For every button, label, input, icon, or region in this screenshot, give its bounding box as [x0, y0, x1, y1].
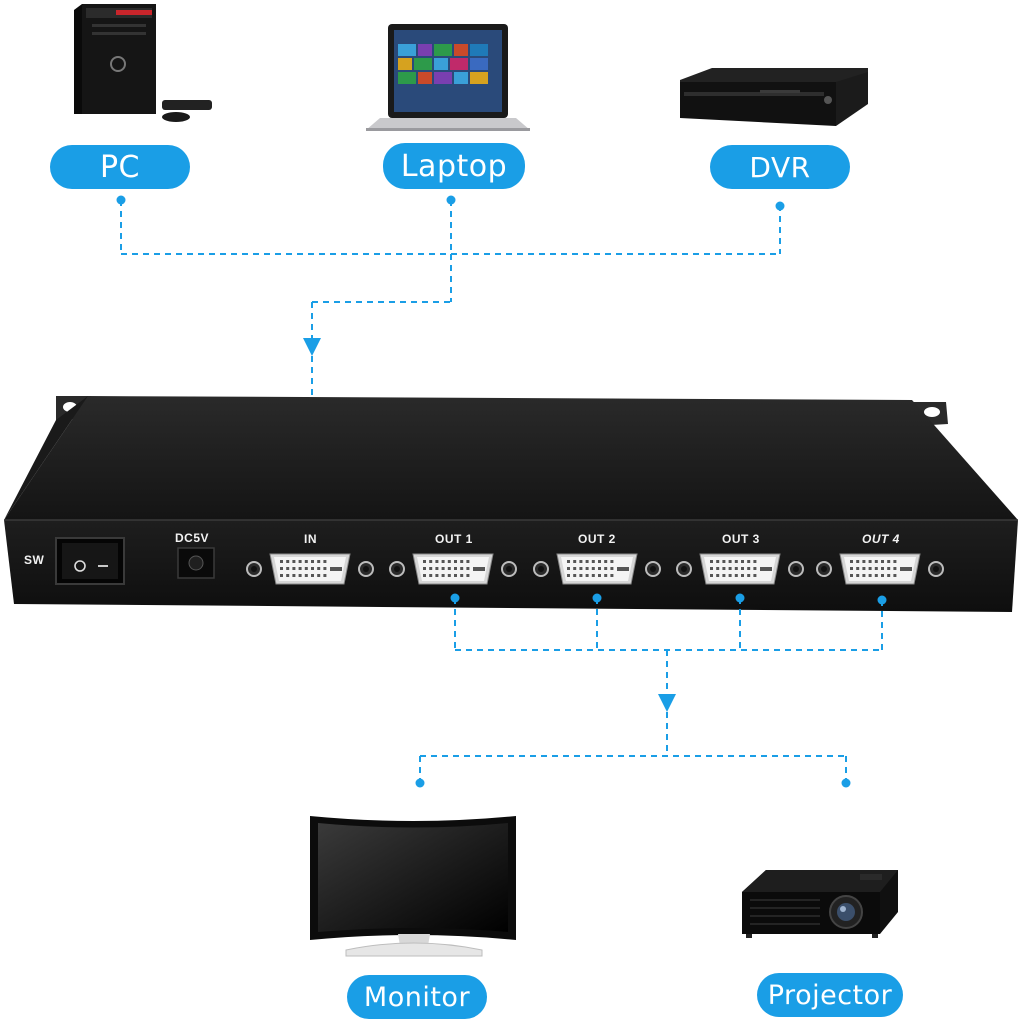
- dvi-input-port: [246, 553, 374, 585]
- dvi-output-port-1: [389, 553, 517, 585]
- output-1-label: OUT 1: [435, 532, 473, 546]
- output-connection-dots: [415, 593, 887, 788]
- dvr-icon: [680, 68, 868, 126]
- dvi-output-port-2: [533, 553, 661, 585]
- projector-label: Projector: [757, 973, 903, 1017]
- switch-label: SW: [24, 553, 45, 567]
- source-connection-dots: [116, 195, 785, 211]
- monitor-label: Monitor: [347, 975, 487, 1019]
- laptop-label: Laptop: [383, 143, 525, 189]
- output-connection-lines: [419, 598, 883, 782]
- dvi-output-port-3: [676, 553, 804, 585]
- laptop-icon: [366, 24, 530, 131]
- input-port-label: IN: [304, 532, 317, 546]
- output-arrow-icon: [658, 694, 676, 712]
- dvi-ports: [246, 553, 944, 585]
- output-2-label: OUT 2: [578, 532, 616, 546]
- power-label: DC5V: [175, 531, 210, 545]
- dvi-splitter-device: [4, 396, 1018, 612]
- output-3-label: OUT 3: [722, 532, 760, 546]
- dvi-output-port-4: [816, 553, 944, 585]
- monitor-icon: [310, 816, 516, 957]
- projector-icon: [742, 870, 898, 938]
- input-arrow-icon: [303, 338, 321, 356]
- output-4-label: OUT 4: [862, 532, 900, 546]
- dvr-label: DVR: [710, 145, 850, 189]
- pc-tower-icon: [74, 4, 212, 122]
- pc-label: PC: [50, 145, 190, 189]
